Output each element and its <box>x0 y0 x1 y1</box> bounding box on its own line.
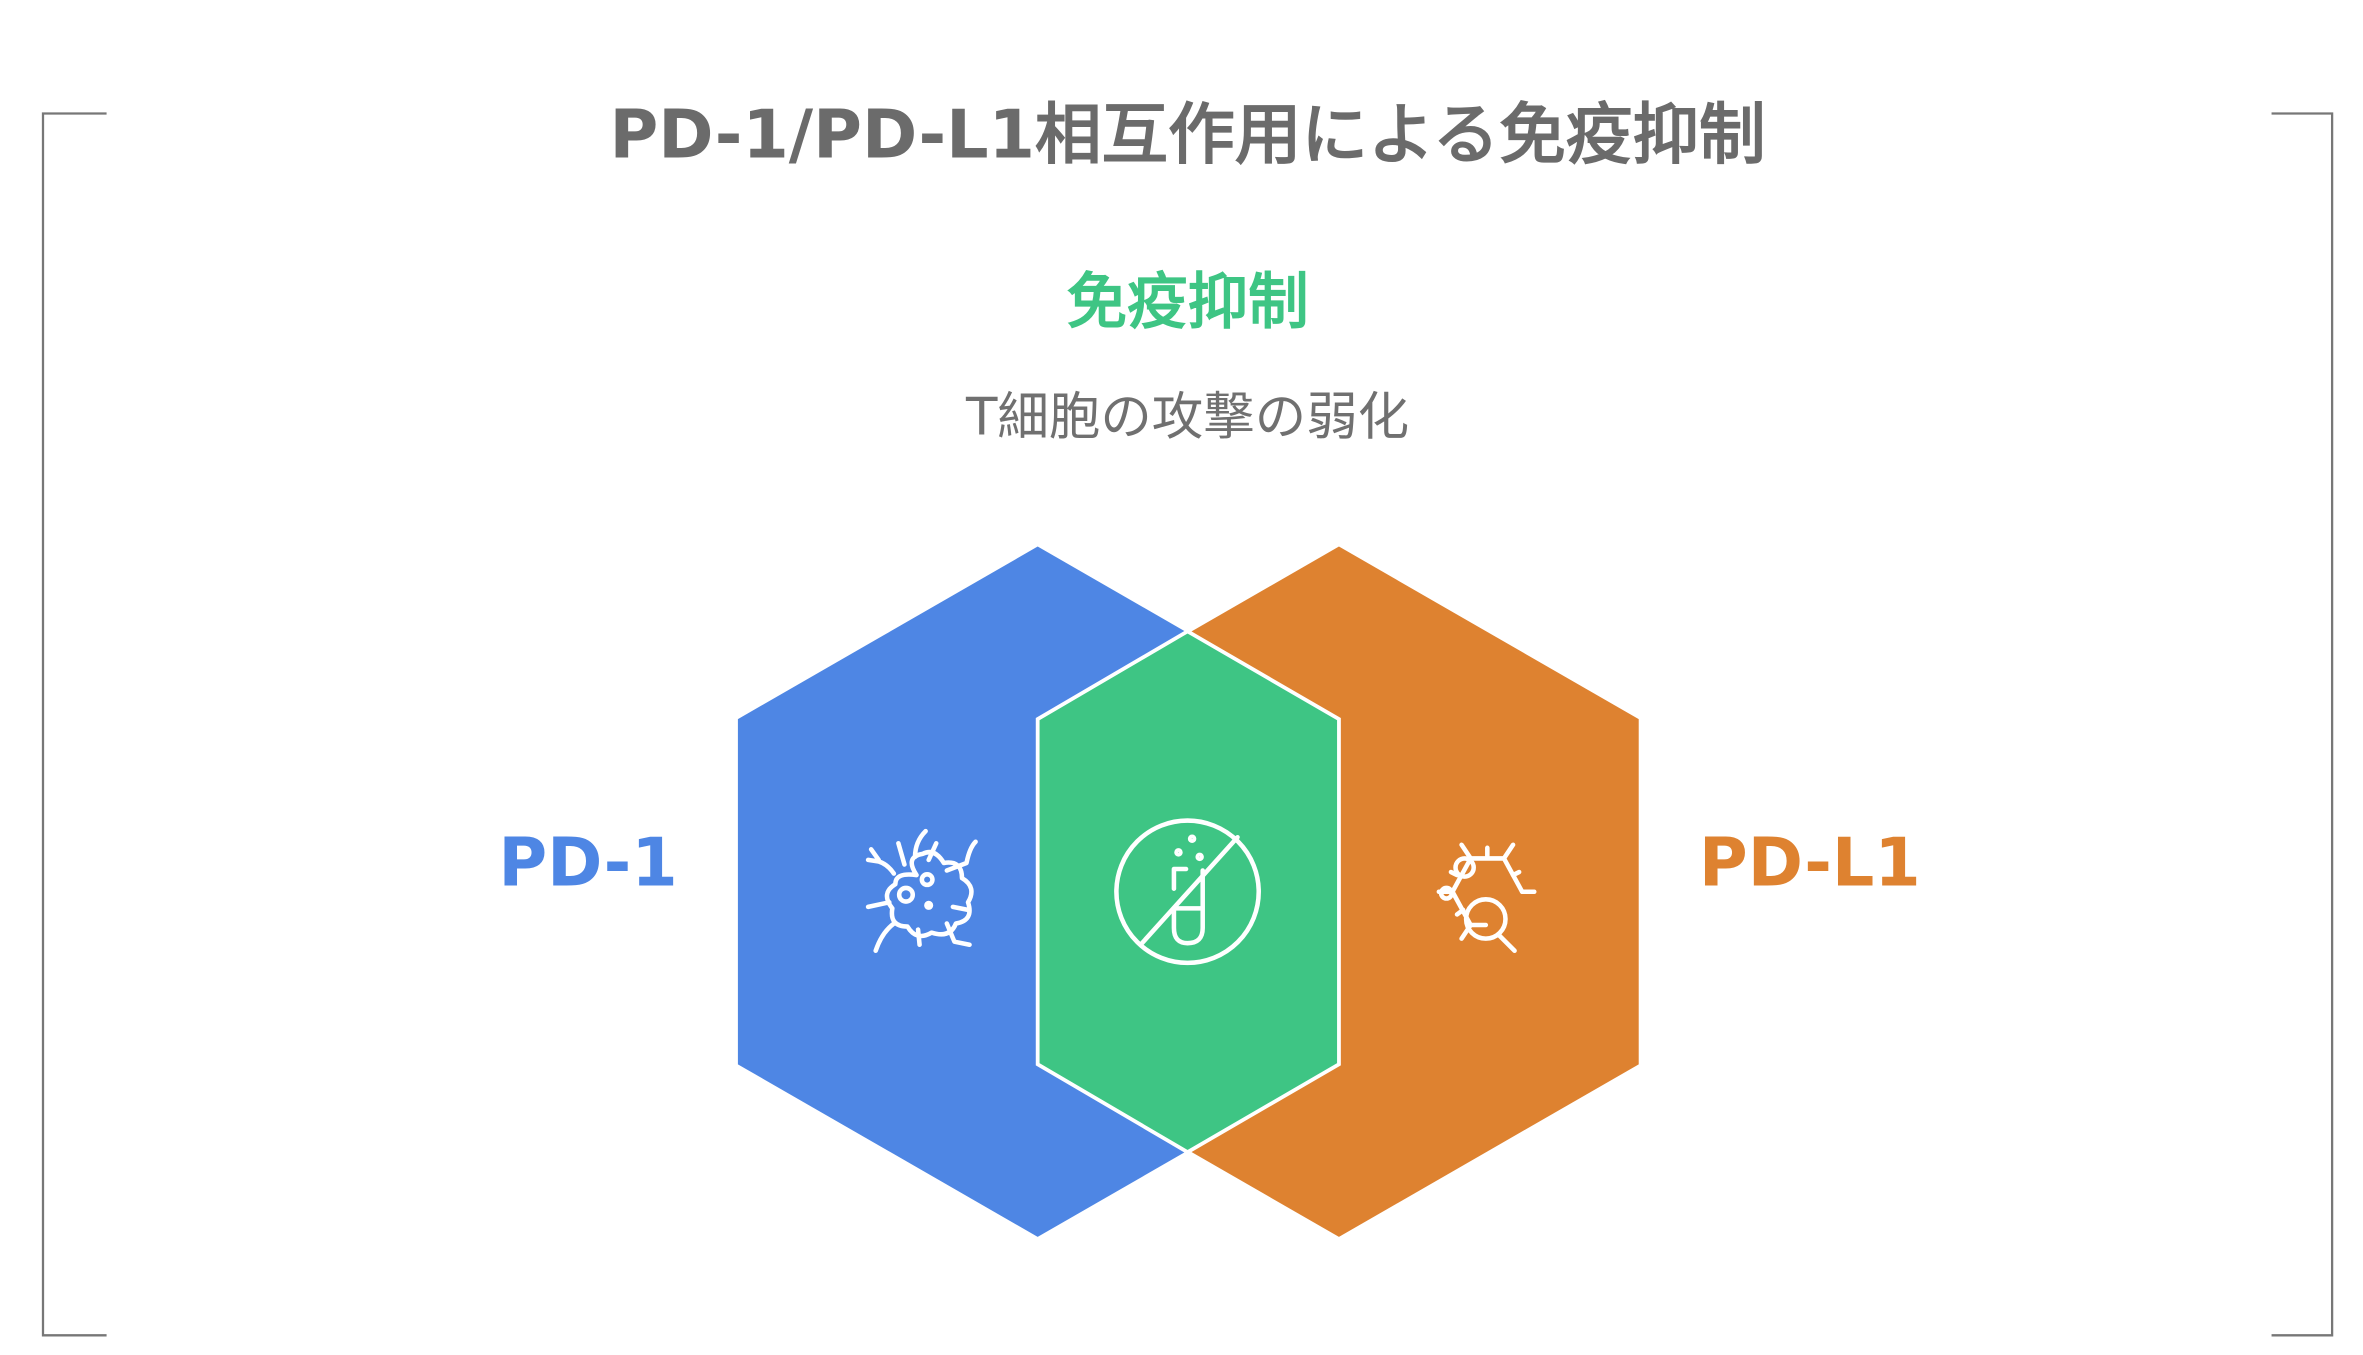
page-title: PD-1/PD-L1相互作用による免疫抑制 <box>609 95 1765 173</box>
left-bracket <box>41 112 107 1337</box>
pd1-label: PD-1 <box>498 824 677 902</box>
pdl1-label: PD-L1 <box>1699 824 1921 902</box>
overlap-description: T細胞の攻撃の弱化 <box>965 388 1409 448</box>
immune-cell-icon <box>865 828 978 954</box>
cell-search-icon <box>1436 842 1537 954</box>
right-bracket <box>2271 112 2334 1337</box>
overlap-heading: 免疫抑制 <box>1066 267 1308 337</box>
no-test-tube-icon <box>1114 818 1261 966</box>
